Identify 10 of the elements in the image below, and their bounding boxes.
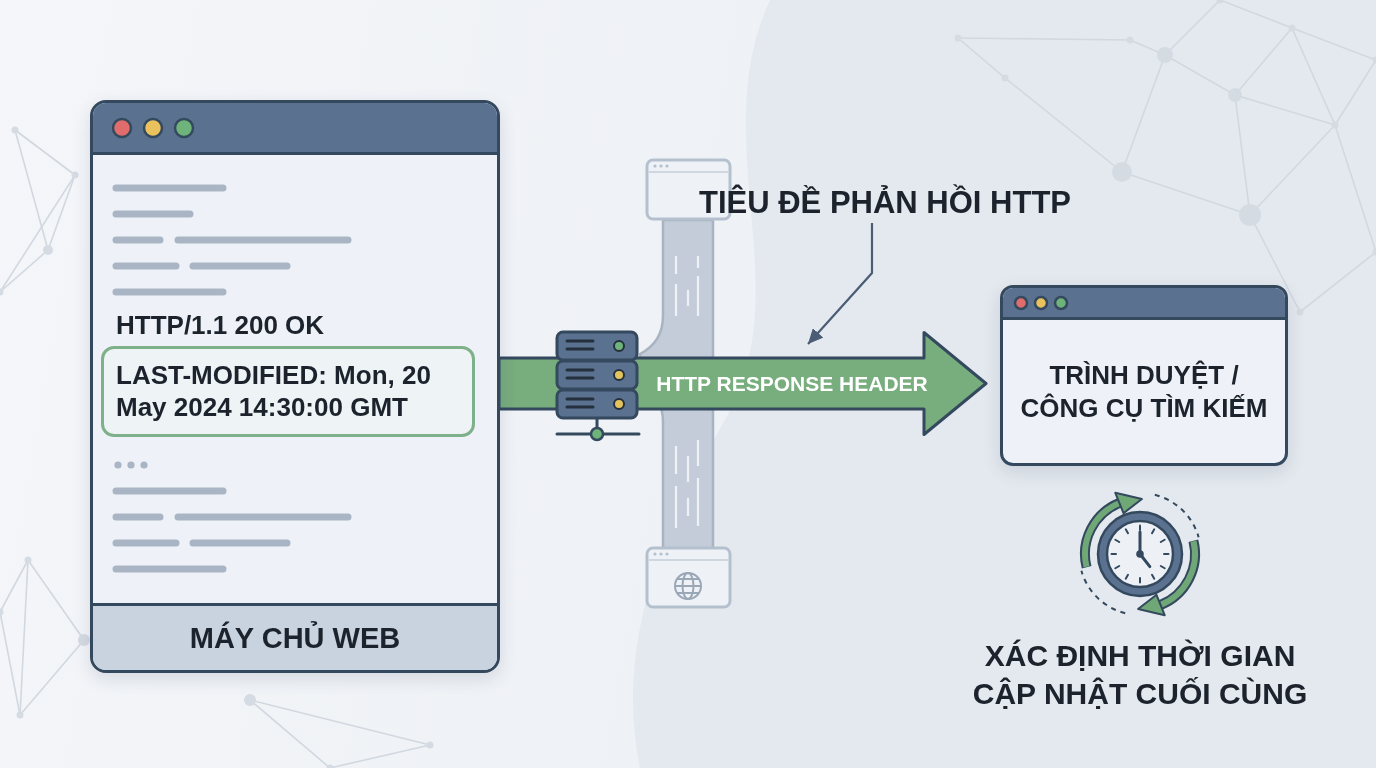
caption-text: XÁC ĐỊNH THỜI GIAN CẬP NHẬT CUỐI CÙNG (971, 638, 1309, 712)
server-window (90, 100, 500, 673)
server-label: MÁY CHỦ WEB (189, 620, 401, 656)
highlighted-header-box: LAST-MODIFIED: Mon, 20 May 2024 14:30:00 GMT (101, 346, 475, 437)
edge-label: HTTP RESPONSE HEADER (655, 371, 929, 397)
leader-line (807, 223, 874, 345)
browser-label: TRÌNH DUYỆT / CÔNG CỤ TÌM KIẾM (1019, 359, 1269, 424)
callout-title: TIÊU ĐỀ PHẢN HỒI HTTP (699, 183, 1071, 224)
status-line-text: HTTP/1.1 200 OK (116, 310, 325, 342)
browser-window (1000, 285, 1288, 466)
